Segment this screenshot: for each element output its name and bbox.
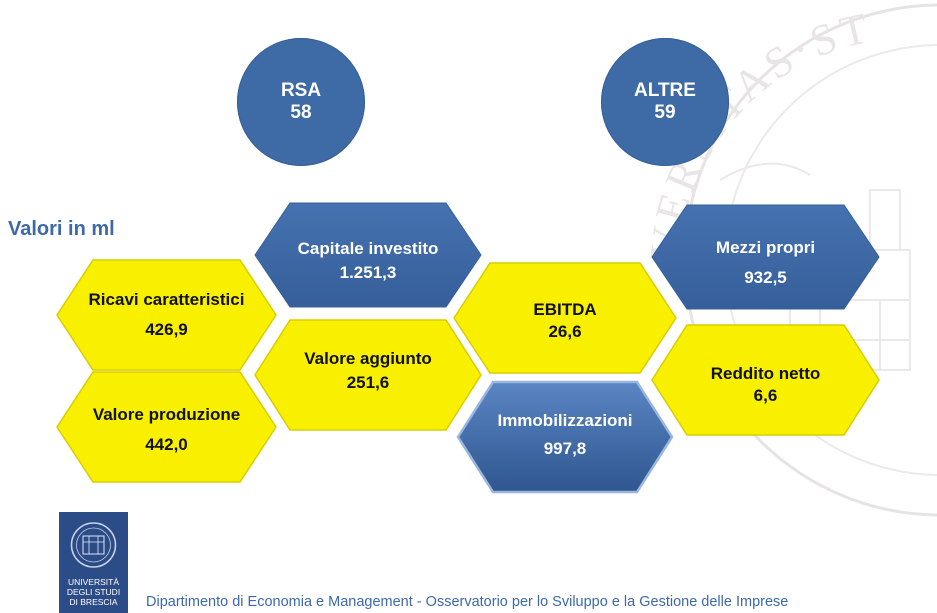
reddito-netto-value: 6,6	[753, 386, 778, 405]
university-logo-text: UNIVERSITÀ DEGLI STUDI DI BRESCIA	[59, 577, 128, 607]
logo-line-3: DI BRESCIA	[69, 597, 118, 607]
mezzi-propri-text: Mezzi propri 932,5	[655, 233, 876, 293]
logo-line-2: DEGLI STUDI	[66, 587, 121, 597]
valore-produzione-value: 442,0	[145, 435, 188, 454]
reddito-netto-text: Reddito netto 6,6	[655, 360, 876, 410]
valore-produzione-hex	[56, 371, 277, 483]
ricavi-caratteristici-label: Ricavi caratteristici	[88, 290, 245, 309]
mezzi-propri-hex	[651, 204, 880, 310]
immobilizzazioni-label: Immobilizzazioni	[497, 411, 633, 430]
immobilizzazioni-hex	[456, 380, 674, 494]
ebitda-hex	[453, 262, 677, 374]
rsa-circle-title: RSA	[280, 80, 322, 101]
capitale-investito-text: Capitale investito 1.251,3	[258, 233, 478, 289]
reddito-netto-hex	[651, 324, 880, 436]
altre-circle-title: ALTRE	[634, 80, 696, 101]
ebitda-label: EBITDA	[533, 300, 597, 319]
valore-aggiunto-value: 251,6	[346, 373, 390, 392]
footer-department: Dipartimento di Economia e Management - …	[146, 594, 789, 610]
valore-produzione-text: Valore produzione 442,0	[60, 398, 273, 462]
valore-aggiunto-label: Valore aggiunto	[304, 349, 432, 368]
rsa-circle: RSA 58	[237, 38, 365, 166]
altre-circle-value: 59	[654, 102, 676, 123]
unit-label: Valori in ml	[8, 218, 115, 240]
immobilizzazioni-text: Immobilizzazioni 997,8	[461, 407, 669, 463]
rsa-circle-value: 58	[290, 102, 312, 123]
mezzi-propri-label: Mezzi propri	[715, 238, 816, 257]
logo-line-1: UNIVERSITÀ	[67, 577, 119, 587]
valore-aggiunto-text: Valore aggiunto 251,6	[258, 343, 478, 399]
capitale-investito-value: 1.251,3	[339, 263, 397, 282]
ebitda-value: 26,6	[548, 322, 582, 341]
university-seal-icon	[70, 522, 117, 568]
capitale-investito-label: Capitale investito	[297, 239, 439, 258]
mezzi-propri-value: 932,5	[744, 268, 787, 287]
university-logo	[59, 512, 128, 613]
reddito-netto-label: Reddito netto	[710, 364, 821, 383]
valore-produzione-label: Valore produzione	[92, 405, 241, 424]
ricavi-caratteristici-hex	[56, 259, 277, 371]
immobilizzazioni-value: 997,8	[543, 439, 587, 458]
altre-circle: ALTRE 59	[601, 38, 729, 166]
ricavi-caratteristici-value: 426,9	[145, 320, 188, 339]
ricavi-caratteristici-text: Ricavi caratteristici 426,9	[60, 283, 273, 347]
ebitda-text: EBITDA 26,6	[457, 296, 673, 346]
valore-aggiunto-hex	[254, 319, 482, 431]
capitale-investito-hex	[254, 202, 482, 308]
